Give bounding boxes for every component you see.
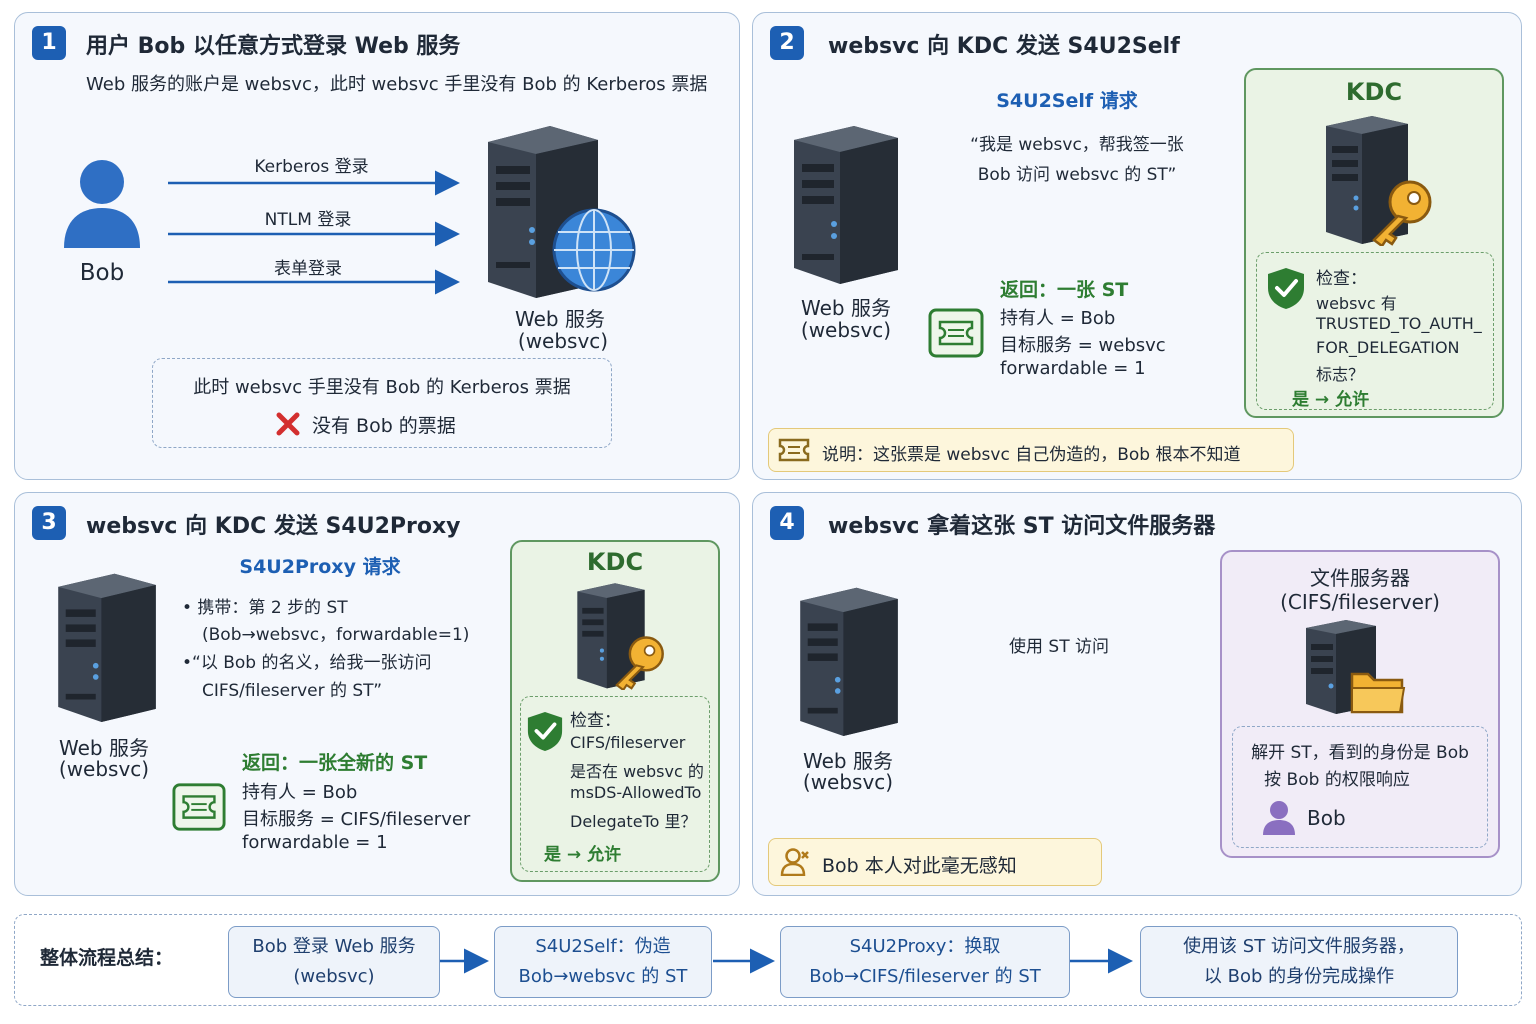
step1-subtitle: Web 服务的账户是 websvc，此时 websvc 手里没有 Bob 的 K… — [86, 74, 708, 95]
step3-check-line4: DelegateTo 里？ — [570, 812, 697, 831]
summary-step-4-line2: 以 Bob 的身份完成操作 — [1203, 966, 1395, 987]
summary-step-2: S4U2Self：伪造 Bob→websvc 的 ST — [494, 926, 712, 998]
s4u2proxy-bullet1b: (Bob→websvc，forwardable=1) — [202, 625, 470, 645]
summary-step-1-line1: Bob 登录 Web 服务 — [252, 936, 416, 957]
step2-check-line2: TRUSTED_TO_AUTH_ — [1316, 314, 1482, 333]
step2-ticket-forwardable: forwardable = 1 — [1000, 358, 1146, 379]
user-icon — [1263, 801, 1295, 835]
step1-title: 用户 Bob 以任意方式登录 Web 服务 — [86, 34, 461, 59]
step4-note-text: Bob 本人对此毫无感知 — [822, 855, 1017, 877]
step2-ticket-holder: 持有人 = Bob — [1000, 308, 1116, 329]
web-server-icon — [488, 126, 636, 298]
summary-label: 整体流程总结： — [40, 947, 174, 969]
kerberos-login-label: Kerberos 登录 — [254, 157, 369, 177]
step2-check-title: 检查： — [1316, 269, 1367, 289]
s4u2proxy-request-label: S4U2Proxy 请求 — [239, 556, 401, 578]
step1-server-name: Web 服务 — [515, 307, 605, 331]
step3-check-result: 是 → 允许 — [544, 845, 622, 865]
access-arrow-label: 使用 ST 访问 — [1009, 637, 1109, 657]
server-icon — [794, 126, 898, 284]
ticket-icon — [928, 308, 984, 358]
step2-check-line3: FOR_DELEGATION — [1316, 338, 1460, 357]
step2-number: 2 — [770, 26, 804, 60]
summary-step-1-line2: (websvc) — [293, 966, 375, 987]
ntlm-login-label: NTLM 登录 — [264, 210, 352, 230]
step2-kdc-title: KDC — [1345, 78, 1403, 106]
s4u2self-quote-line2: Bob 访问 websvc 的 ST” — [977, 165, 1177, 185]
step3-check-line3: msDS-AllowedTo — [570, 783, 702, 802]
user-unaware-icon — [780, 848, 809, 876]
summary-step-3: S4U2Proxy：换取 Bob→CIFS/fileserver 的 ST — [780, 926, 1070, 998]
step1-user-label: Bob — [79, 260, 125, 286]
s4u2self-quote-line1: “我是 websvc，帮我签一张 — [970, 135, 1184, 155]
step1-number: 1 — [32, 26, 66, 60]
step4-server-account: (websvc) — [802, 770, 894, 794]
kdc-server-key-icon — [1326, 116, 1432, 246]
no-ticket-line1: 此时 websvc 手里没有 Bob 的 Kerberos 票据 — [193, 377, 571, 398]
summary-step-1: Bob 登录 Web 服务 (websvc) — [228, 926, 440, 998]
summary-panel — [14, 914, 1522, 1006]
s4u2self-request-label: S4U2Self 请求 — [996, 90, 1138, 112]
step2-server-account: (websvc) — [800, 318, 892, 342]
step2-check-result: 是 → 允许 — [1292, 390, 1370, 410]
s4u2self-return-label: 返回：一张 ST — [1000, 279, 1129, 301]
fileserver-title1: 文件服务器 — [1310, 566, 1410, 590]
step3-title: websvc 向 KDC 发送 S4U2Proxy — [86, 514, 461, 539]
no-ticket-line2: 没有 Bob 的票据 — [312, 415, 456, 437]
kdc-server-key-icon — [577, 583, 664, 690]
summary-step-3-line2: Bob→CIFS/fileserver 的 ST — [809, 966, 1041, 987]
summary-step-3-line1: S4U2Proxy：换取 — [849, 936, 1001, 957]
step3-server-name: Web 服务 — [59, 736, 149, 760]
step3-check-line1: CIFS/fileserver — [570, 733, 686, 752]
fileserver-line1: 解开 ST，看到的身份是 Bob — [1251, 743, 1469, 763]
step2-title: websvc 向 KDC 发送 S4U2Self — [828, 34, 1180, 59]
ticket-icon — [172, 783, 226, 831]
step3-check-title: 检查： — [570, 711, 621, 731]
step3-ticket-target: 目标服务 = CIFS/fileserver — [242, 809, 471, 830]
step2-note-text: 说明：这张票是 websvc 自己伪造的，Bob 根本不知道 — [822, 445, 1241, 465]
fileserver-folder-icon — [1306, 620, 1406, 714]
step1-server-account: (websvc) — [517, 329, 609, 353]
user-icon — [64, 160, 140, 248]
summary-step-4: 使用该 ST 访问文件服务器， 以 Bob 的身份完成操作 — [1140, 926, 1458, 998]
step2-ticket-target: 目标服务 = websvc — [1000, 335, 1166, 356]
step3-server-account: (websvc) — [58, 757, 150, 781]
server-icon — [58, 573, 156, 722]
no-ticket-box — [152, 358, 612, 448]
step3-check-box — [520, 696, 710, 872]
step4-note — [768, 838, 1102, 886]
step2-check-line1: websvc 有 — [1316, 294, 1397, 313]
step2-check-line4: 标志？ — [1316, 365, 1365, 384]
fileserver-title2: (CIFS/fileserver) — [1280, 590, 1440, 614]
step3-kdc-title: KDC — [586, 548, 644, 576]
fileserver-result-box — [1232, 726, 1488, 848]
step4-server-name: Web 服务 — [803, 749, 893, 773]
step4-title: websvc 拿着这张 ST 访问文件服务器 — [828, 514, 1216, 539]
step2-server-name: Web 服务 — [801, 296, 891, 320]
step3-ticket-forwardable: forwardable = 1 — [242, 832, 388, 853]
fileserver-line2: 按 Bob 的权限响应 — [1264, 770, 1410, 790]
summary-step-2-line1: S4U2Self：伪造 — [535, 936, 671, 957]
shield-check-icon — [527, 712, 563, 751]
step3-check-line2: 是否在 websvc 的 — [570, 762, 704, 781]
step3-ticket-holder: 持有人 = Bob — [242, 782, 358, 803]
form-login-label: 表单登录 — [274, 259, 342, 279]
s4u2proxy-bullet1: • 携带：第 2 步的 ST — [182, 598, 348, 618]
s4u2proxy-bullet2b: CIFS/fileserver 的 ST” — [202, 681, 383, 701]
step2-note — [768, 428, 1294, 472]
fileserver-user-label: Bob — [1307, 806, 1346, 830]
shield-check-icon — [1268, 268, 1304, 309]
ticket-note-icon — [778, 438, 810, 462]
s4u2proxy-bullet2: •“以 Bob 的名义，给我一张访问 — [182, 653, 432, 673]
step2-check-box — [1256, 252, 1494, 410]
red-cross-icon — [276, 412, 300, 436]
step3-number: 3 — [32, 506, 66, 540]
summary-step-4-line1: 使用该 ST 访问文件服务器， — [1183, 936, 1415, 957]
s4u2proxy-return-label: 返回：一张全新的 ST — [242, 752, 428, 774]
summary-step-2-line2: Bob→websvc 的 ST — [518, 966, 688, 987]
step4-number: 4 — [770, 506, 804, 540]
server-icon — [800, 587, 898, 736]
